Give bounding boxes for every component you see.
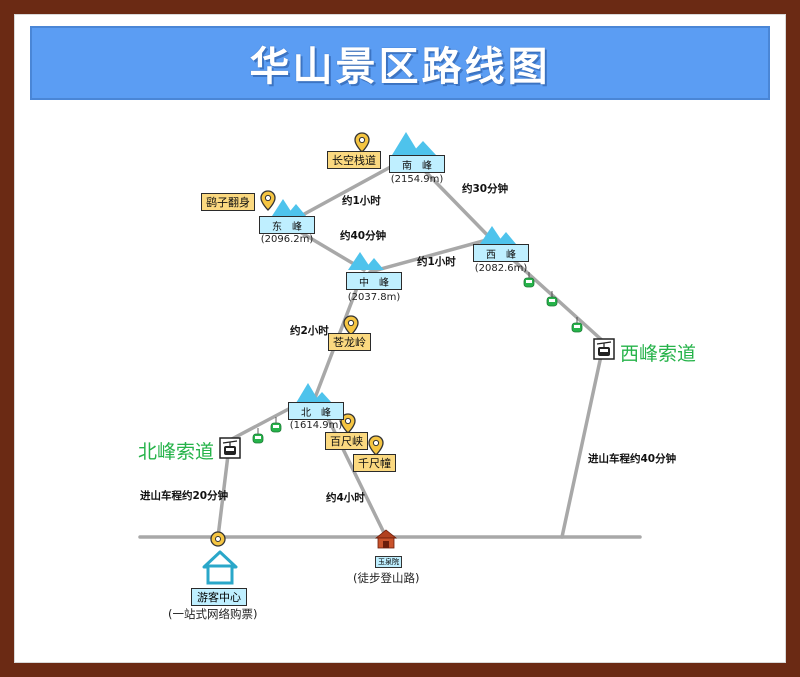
house-icon (202, 550, 238, 585)
poi-canglong: 苍龙岭 (328, 333, 371, 351)
peak-label-south: 南 峰 (389, 155, 445, 173)
gate-label: 玉泉院 (375, 556, 402, 568)
peak-elevation-center: (2037.8m) (347, 292, 401, 303)
poi-yaozi: 鹞子翻身 (201, 193, 255, 211)
time-east-south: 约1小时 (342, 195, 381, 207)
peak-elevation-south: (2154.9m) (390, 174, 444, 185)
time-hike-north: 约4小时 (326, 492, 365, 504)
time-bus-west: 进山车程约40分钟 (588, 453, 677, 465)
cableway-station-icon (593, 338, 615, 360)
gondola-icons (252, 272, 583, 444)
time-east-center: 约40分钟 (340, 230, 387, 242)
peak-label-center: 中 峰 (346, 272, 402, 290)
gondola-icon (252, 428, 264, 444)
gondola-icon (523, 272, 535, 288)
route-east-south (284, 162, 398, 226)
mountain-icon (272, 199, 306, 216)
location-pin-icon (368, 435, 384, 456)
visitor-center-note: (一站式网络购票) (168, 607, 258, 621)
mountain-icon (392, 132, 436, 155)
location-pin-icon (260, 190, 276, 211)
visitor-junction-pin-icon (210, 531, 226, 547)
gondola-icon (546, 291, 558, 307)
mountain-icon (480, 226, 516, 244)
cableway-west-label: 西峰索道 (620, 343, 697, 365)
poi-changkong: 长空栈道 (327, 151, 381, 169)
time-south-west: 约30分钟 (462, 183, 509, 195)
route-bus-north (216, 453, 230, 539)
gate-note: (徒步登山路) (353, 571, 420, 585)
peak-label-north: 北 峰 (288, 402, 344, 420)
time-bus-north: 进山车程约20分钟 (140, 490, 229, 502)
visitor-center-label: 游客中心 (191, 588, 247, 606)
peak-elevation-north: (1614.9m) (289, 420, 343, 431)
temple-gate-icon (374, 529, 398, 549)
peak-label-east: 东 峰 (259, 216, 315, 234)
location-pin-icon (354, 132, 370, 153)
peak-elevation-west: (2082.6m) (474, 263, 528, 274)
gondola-icon (571, 317, 583, 333)
cableway-north-label: 北峰索道 (138, 441, 215, 463)
peak-label-west: 西 峰 (473, 244, 529, 262)
time-center-north: 约2小时 (290, 325, 329, 337)
route-bus-west (560, 340, 606, 539)
mountain-icon (296, 383, 332, 403)
route-south-west (416, 162, 500, 248)
map-frame (14, 14, 786, 663)
route-lines (138, 162, 642, 539)
route-center-west (368, 236, 496, 274)
title-banner: 华山景区路线图 (30, 26, 770, 100)
gondola-icon (270, 417, 282, 433)
poi-qianchi: 千尺幢 (353, 454, 396, 472)
poi-baichi: 百尺峡 (325, 432, 368, 450)
time-center-west: 约1小时 (417, 256, 456, 268)
cableway-station-icon (219, 437, 241, 459)
peak-elevation-east: (2096.2m) (260, 234, 314, 245)
mountain-icons (272, 132, 516, 403)
page-title: 华山景区路线图 (249, 44, 551, 90)
mountain-icon (348, 252, 384, 270)
